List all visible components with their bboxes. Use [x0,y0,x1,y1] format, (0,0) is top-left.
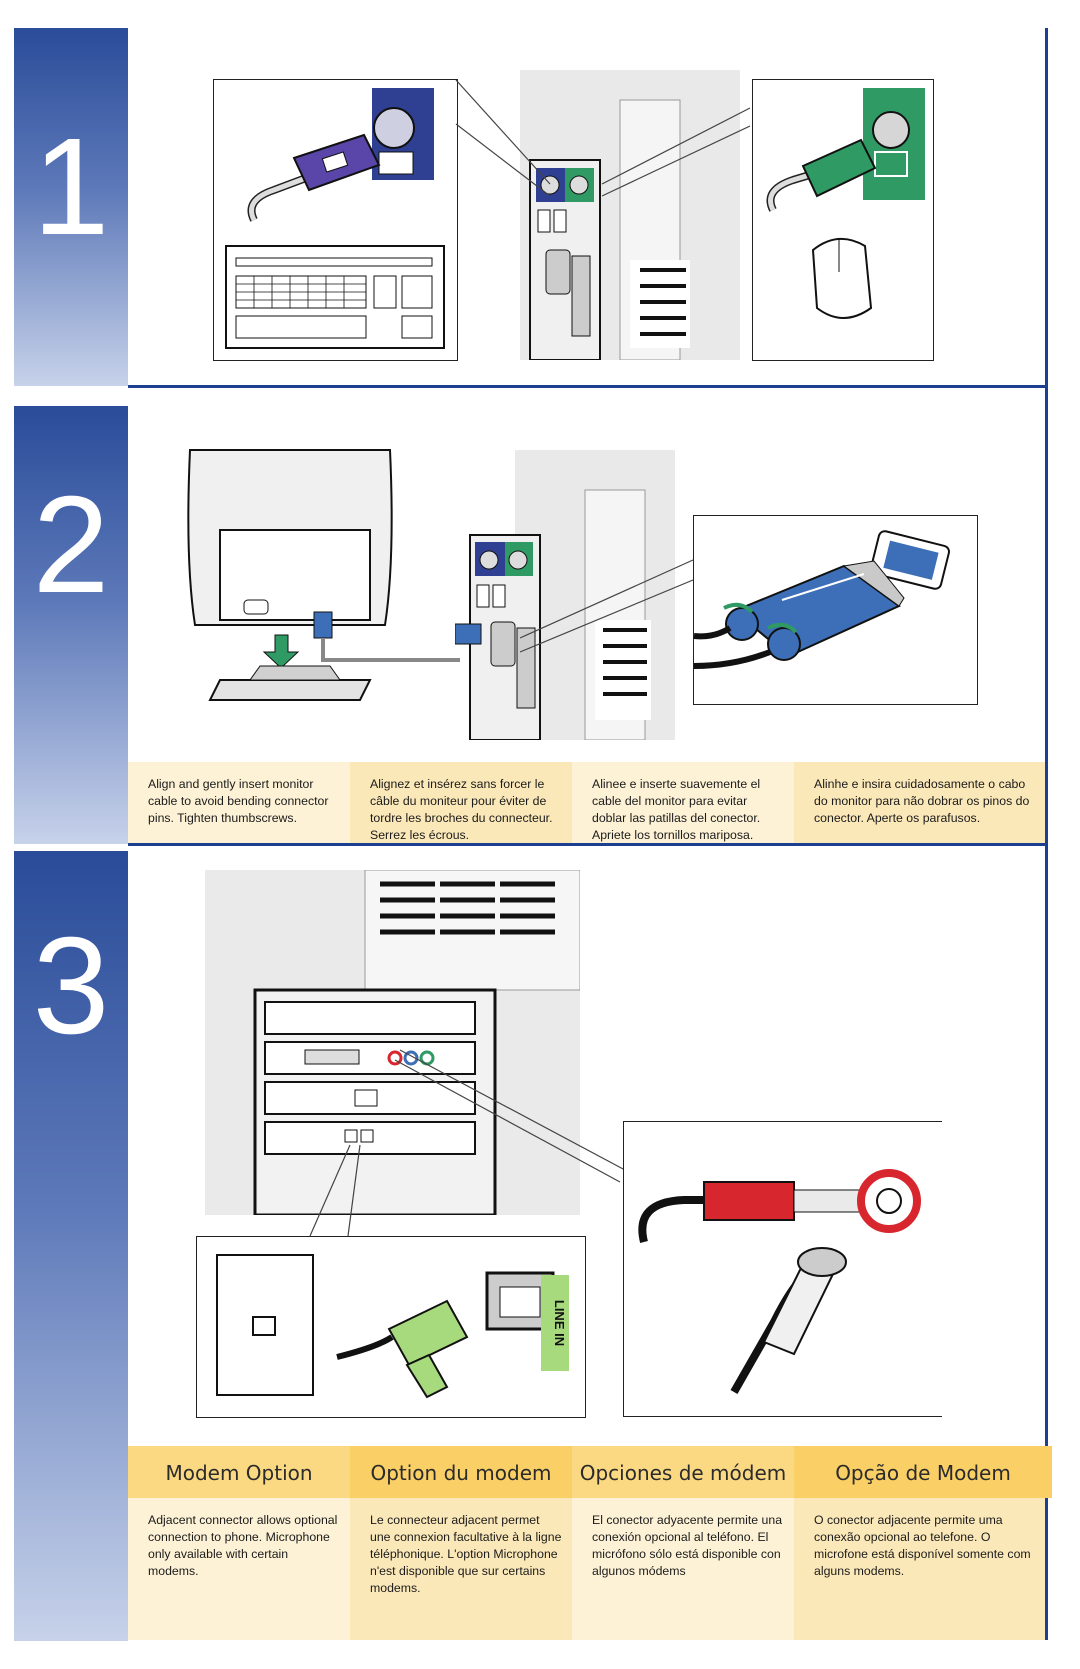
step-3-number: 3 [32,909,110,1063]
monitor-instruction-en: Align and gently insert monitor cable to… [128,762,350,843]
modem-heading-fr: Option du modem [350,1446,572,1498]
mouse-connection-panel [752,79,934,361]
mouse-icon [766,88,925,319]
monitor-icon [187,449,460,701]
phone-line-panel: LINE IN [196,1236,586,1418]
audio-jack-panel [623,1121,942,1417]
monitor-illustration [180,440,460,720]
keyboard-connection-panel [213,79,458,361]
monitor-instruction-pt: Alinhe e insira cuidadosamente o cabo do… [794,762,1045,843]
computer-rear-ports-2 [455,450,675,740]
step-2-divider [128,843,1048,846]
modem-heading-pt: Opção de Modem [794,1446,1052,1498]
step-1-number: 1 [32,110,110,264]
line-in-label: LINE IN [552,1300,567,1346]
computer-expansion-slots [205,870,580,1215]
step-2-number: 2 [32,468,110,622]
modem-heading-es: Opciones de módem [572,1446,794,1498]
vga-connector-panel [693,515,978,705]
monitor-instruction-fr: Alignez et insérez sans forcer le câble … [350,762,572,843]
step-3-band: 3 [14,851,128,1641]
modem-description-en: Adjacent connector allows optional conne… [128,1498,350,1640]
monitor-instruction-es: Alinee e inserte suavemente el cable del… [572,762,794,843]
step-1-band: 1 [14,28,128,386]
modem-description-es: El conector adyacente permite una conexi… [572,1498,794,1640]
modem-description-pt: O conector adjacente permite uma conexão… [794,1498,1045,1640]
computer-rear-ports-1 [460,70,740,360]
keyboard-icon [225,88,445,349]
modem-description-fr: Le connecteur adjacent permet une connex… [350,1498,572,1640]
modem-heading-en: Modem Option [128,1446,350,1498]
callout-lines-1 [455,79,751,197]
step-2-band: 2 [14,406,128,844]
right-border-rule [1045,28,1048,1640]
callout-lines-3 [309,1049,626,1237]
callout-lines-2 [519,559,694,653]
step-1-divider [128,385,1048,388]
